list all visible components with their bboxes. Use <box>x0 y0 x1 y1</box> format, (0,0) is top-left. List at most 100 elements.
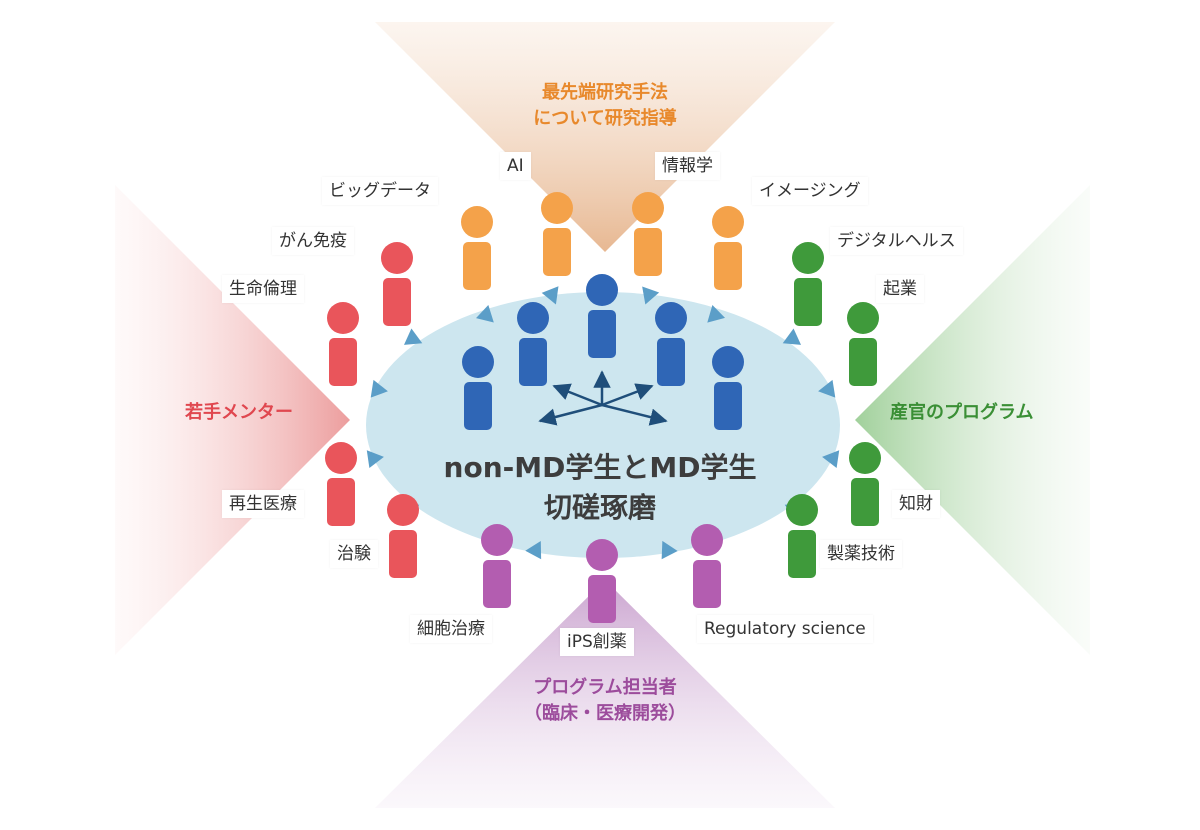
person-green-2 <box>847 302 879 386</box>
inbound-arrow-1 <box>476 304 494 323</box>
person-red-3 <box>325 442 357 526</box>
person-body <box>543 228 571 276</box>
right-sector <box>855 185 1090 655</box>
person-head <box>655 302 687 334</box>
interaction-arrow-right <box>601 403 668 426</box>
person-body <box>794 278 822 326</box>
person-blue-3 <box>586 274 618 358</box>
person-purple-2 <box>586 539 618 623</box>
person-orange-3 <box>632 192 664 276</box>
top-section-title: 最先端研究手法 について研究指導 <box>480 80 730 132</box>
center-line-1: non-MD学生とMD学生 <box>443 451 757 484</box>
person-head <box>586 539 618 571</box>
person-head <box>541 192 573 224</box>
inbound-arrow-2 <box>541 286 559 305</box>
person-head <box>461 206 493 238</box>
person-body <box>329 338 357 386</box>
left-section-line-1: 若手メンター <box>185 402 293 423</box>
person-red-1 <box>381 242 413 326</box>
label-digital: デジタルヘルス <box>830 227 963 255</box>
top-section-line-1: 最先端研究手法 <box>542 82 668 103</box>
person-head <box>381 242 413 274</box>
person-body <box>464 382 492 430</box>
person-green-3 <box>849 442 881 526</box>
left-section-title: 若手メンター <box>185 400 345 426</box>
person-body <box>657 338 685 386</box>
person-green-1 <box>792 242 824 326</box>
person-blue-5 <box>712 346 744 430</box>
center-caption: non-MD学生とMD学生 切磋琢磨 <box>400 448 800 528</box>
person-purple-1 <box>481 524 513 608</box>
label-cancer: がん免疫 <box>272 227 354 255</box>
person-head <box>792 242 824 274</box>
person-body <box>714 382 742 430</box>
person-head <box>325 442 357 474</box>
bottom-section-title: プログラム担当者 （臨床・医療開発） <box>480 675 730 727</box>
person-blue-2 <box>517 302 549 386</box>
bottom-section-line-1: プログラム担当者 <box>533 677 677 698</box>
person-head <box>462 346 494 378</box>
person-head <box>691 524 723 556</box>
label-imaging: イメージング <box>752 177 868 205</box>
person-head <box>586 274 618 306</box>
inbound-arrow-15 <box>661 540 678 560</box>
person-purple-3 <box>691 524 723 608</box>
person-head <box>517 302 549 334</box>
inbound-arrow-7 <box>366 450 384 469</box>
person-red-4 <box>387 494 419 578</box>
person-green-4 <box>786 494 818 578</box>
person-red-2 <box>327 302 359 386</box>
left-sector <box>115 185 350 655</box>
person-body <box>483 560 511 608</box>
label-regulatory: Regulatory science <box>697 615 873 643</box>
label-info: 情報学 <box>655 152 720 180</box>
person-body <box>693 560 721 608</box>
top-sector <box>375 22 835 252</box>
person-orange-2 <box>541 192 573 276</box>
label-ethics: 生命倫理 <box>222 275 304 303</box>
person-orange-1 <box>461 206 493 290</box>
person-blue-4 <box>655 302 687 386</box>
bottom-sector <box>375 580 835 808</box>
person-blue-1 <box>462 346 494 430</box>
right-section-title: 産官のプログラム <box>890 400 1080 426</box>
person-head <box>712 206 744 238</box>
interaction-arrows <box>538 370 668 426</box>
person-body <box>634 228 662 276</box>
person-head <box>847 302 879 334</box>
label-pharma: 製薬技術 <box>820 540 902 568</box>
label-regen: 再生医療 <box>222 490 304 518</box>
person-head <box>849 442 881 474</box>
interaction-arrow-up-right <box>601 383 654 407</box>
interaction-arrow-up-left <box>552 383 603 407</box>
person-body <box>788 530 816 578</box>
person-body <box>849 338 877 386</box>
person-head <box>387 494 419 526</box>
person-head <box>327 302 359 334</box>
person-body <box>463 242 491 290</box>
label-trial: 治験 <box>330 540 378 568</box>
inbound-arrow-6 <box>370 379 388 398</box>
person-body <box>383 278 411 326</box>
label-ips: iPS創薬 <box>560 628 634 656</box>
person-body <box>588 575 616 623</box>
person-head <box>632 192 664 224</box>
person-body <box>389 530 417 578</box>
person-head <box>786 494 818 526</box>
inbound-arrow-4 <box>707 304 726 323</box>
label-ai: AI <box>500 152 531 180</box>
center-line-2: 切磋琢磨 <box>543 491 656 524</box>
top-section-line-2: について研究指導 <box>533 108 677 129</box>
person-head <box>481 524 513 556</box>
interaction-arrow-left <box>538 403 603 426</box>
label-cell: 細胞治療 <box>410 615 492 643</box>
inbound-arrow-13 <box>525 540 542 560</box>
inbound-arrow-10 <box>818 379 836 398</box>
right-section-line-1: 産官のプログラム <box>890 402 1034 423</box>
person-body <box>714 242 742 290</box>
inbound-arrow-5 <box>404 328 423 345</box>
person-body <box>327 478 355 526</box>
person-orange-4 <box>712 206 744 290</box>
label-startup: 起業 <box>876 275 924 303</box>
